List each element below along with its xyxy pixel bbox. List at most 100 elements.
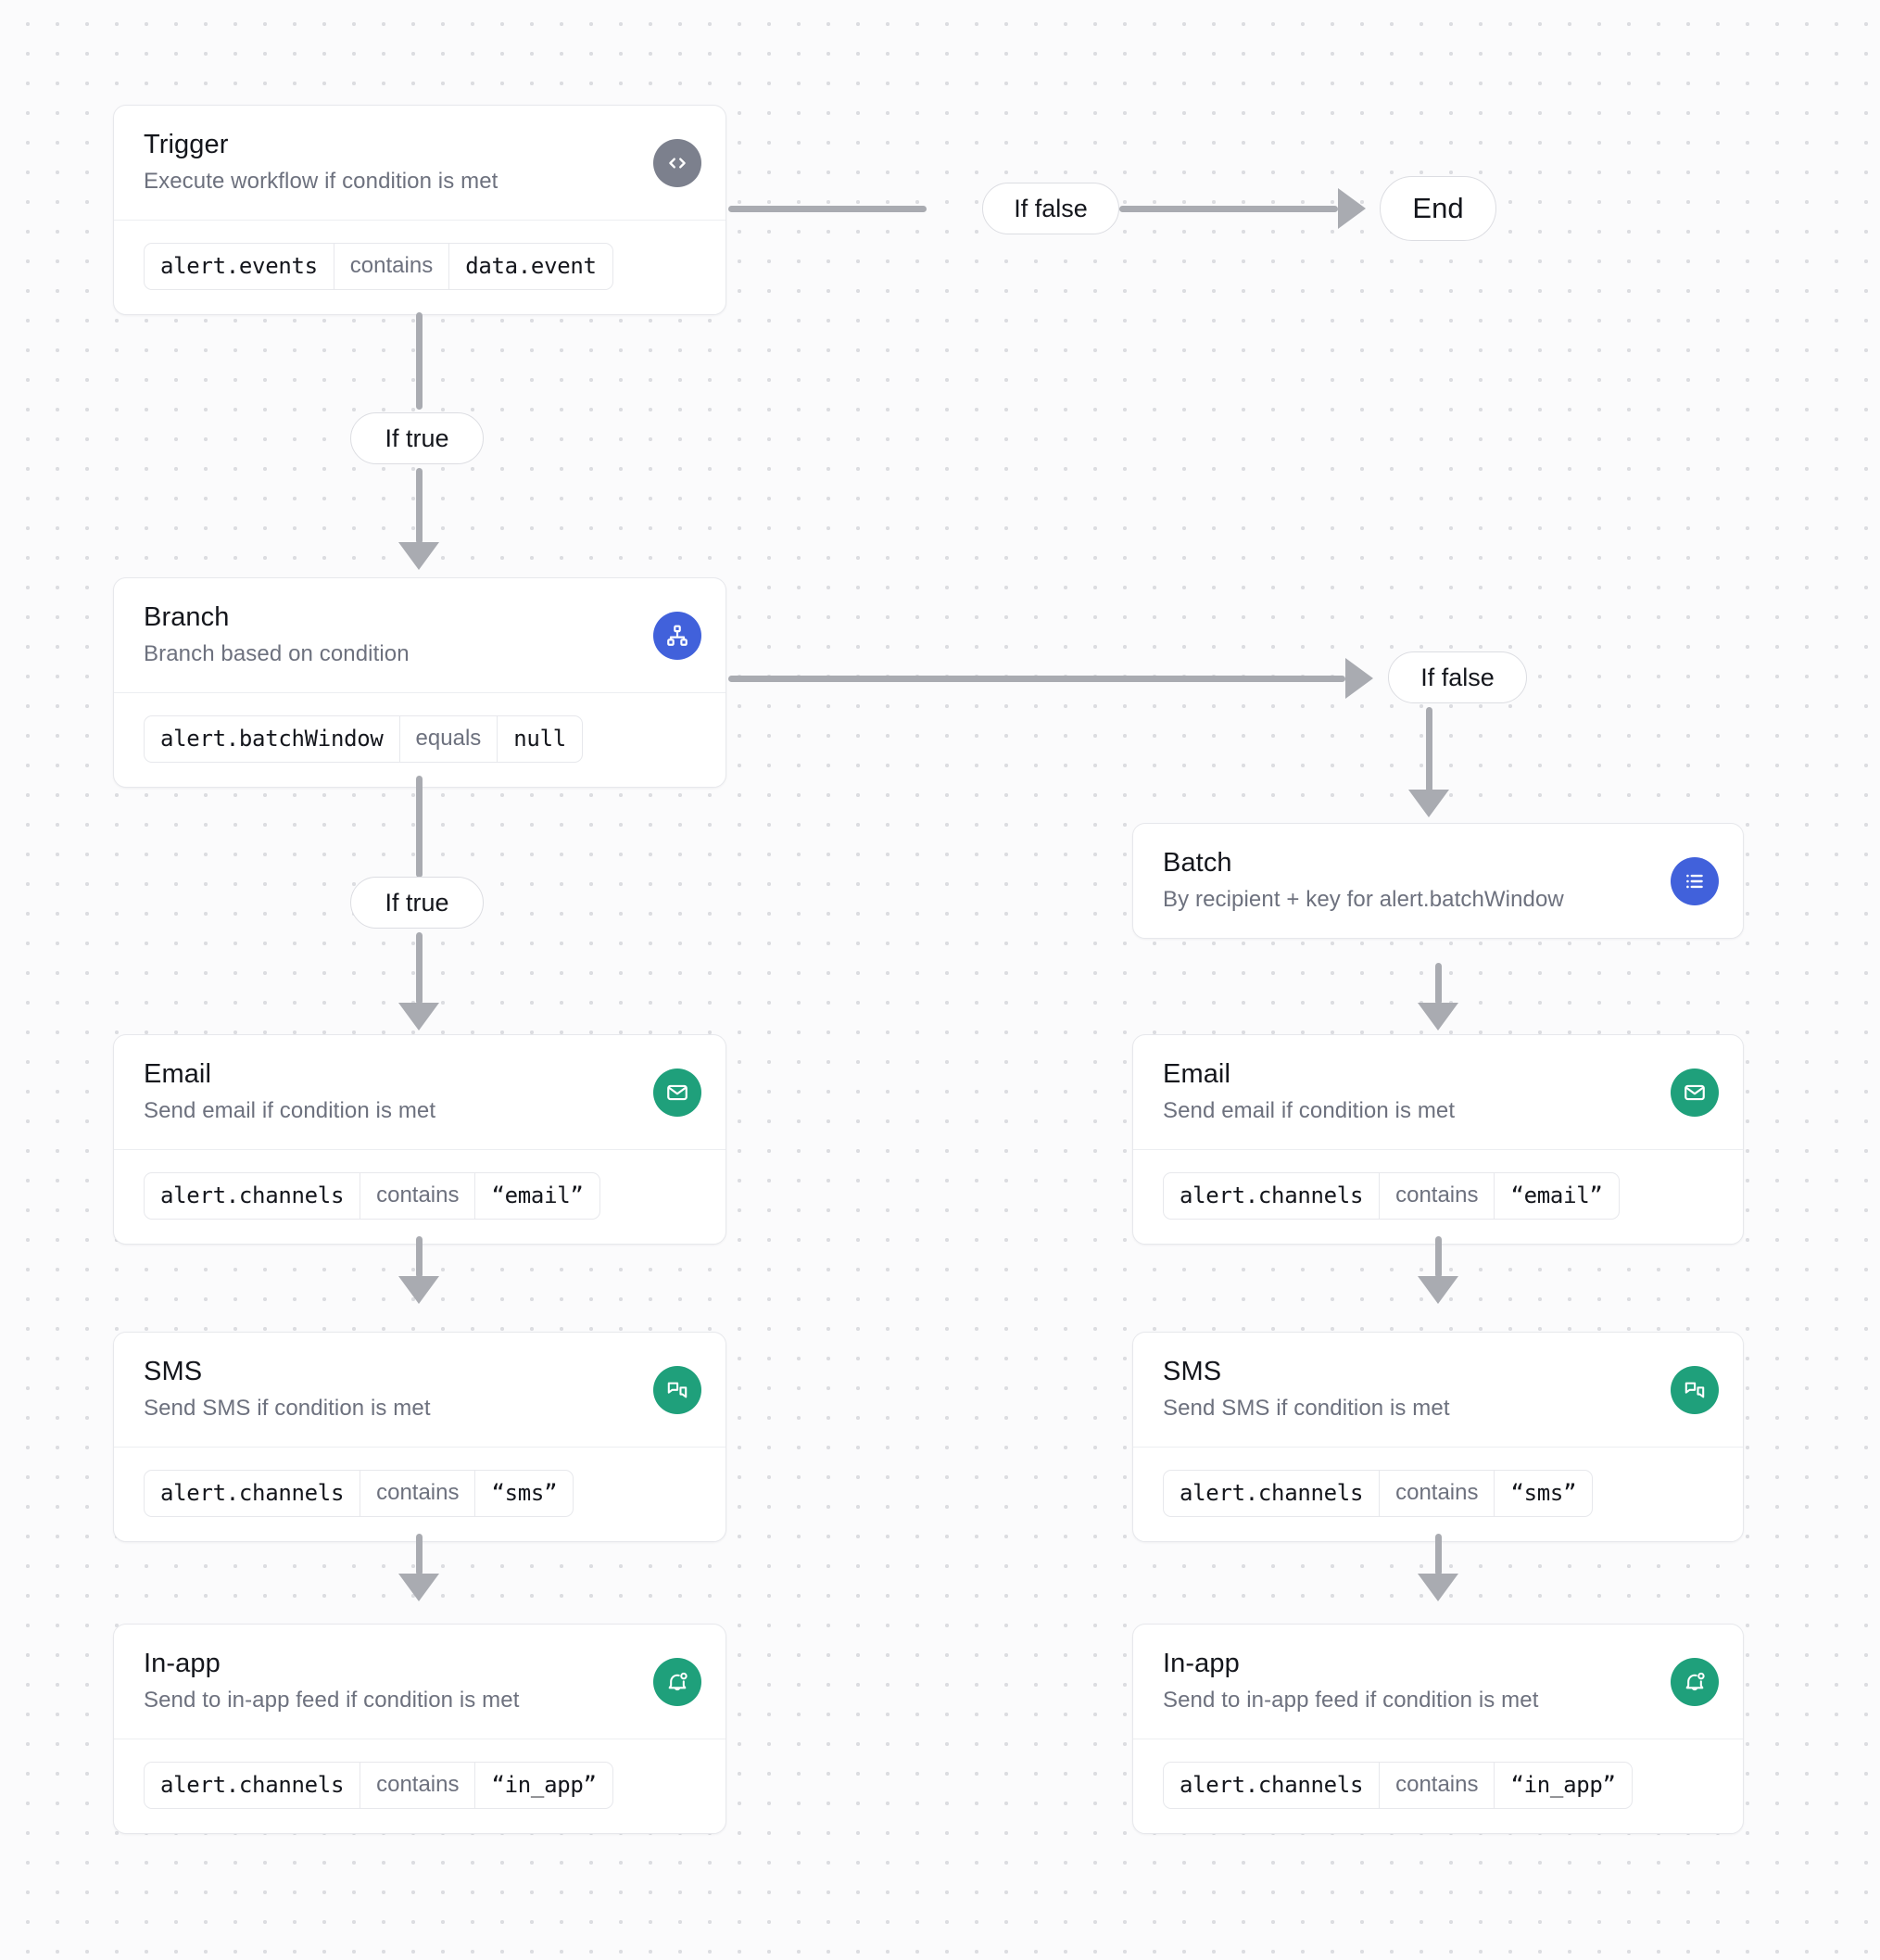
condition-pill[interactable]: alert.channels contains “sms”	[1163, 1470, 1594, 1517]
node-email-right-header: Email Send email if condition is met	[1133, 1035, 1743, 1149]
condition-value: “in_app”	[1510, 1772, 1616, 1799]
node-email-right[interactable]: Email Send email if condition is met ale…	[1132, 1034, 1744, 1245]
node-inapp-right-header: In-app Send to in-app feed if condition …	[1133, 1625, 1743, 1739]
condition-value: “email”	[1510, 1182, 1603, 1209]
node-inapp-left-subtitle: Send to in-app feed if condition is met	[144, 1688, 520, 1713]
condition-operator: contains	[333, 244, 450, 289]
node-sms-left-header: SMS Send SMS if condition is met	[114, 1333, 726, 1447]
condition-field: alert.channels	[1180, 1480, 1364, 1507]
connector-iftrue-to-branch	[416, 468, 423, 544]
node-email-left-body: alert.channels contains “email”	[114, 1149, 726, 1243]
arrowhead-to-sms-right	[1418, 1276, 1458, 1304]
condition-operator: equals	[398, 716, 498, 762]
bell-dot-icon	[653, 1657, 701, 1706]
connector-iffalse-to-end	[1119, 206, 1338, 212]
condition-pill[interactable]: alert.channels contains “email”	[1163, 1172, 1620, 1220]
arrowhead-to-branch-iffalse	[1345, 658, 1373, 699]
node-inapp-left-body: alert.channels contains “in_app”	[114, 1739, 726, 1832]
condition-field: alert.channels	[160, 1182, 345, 1209]
connector-batch-to-email	[1435, 963, 1442, 1005]
connector-trigger-to-iffalse	[728, 206, 927, 212]
node-inapp-right[interactable]: In-app Send to in-app feed if condition …	[1132, 1624, 1744, 1834]
node-sms-left-title: SMS	[144, 1357, 203, 1386]
condition-pill[interactable]: alert.channels contains “in_app”	[1163, 1762, 1633, 1809]
node-email-right-body: alert.channels contains “email”	[1133, 1149, 1743, 1243]
node-sms-right[interactable]: SMS Send SMS if condition is met alert.c…	[1132, 1332, 1744, 1542]
arrowhead-to-end	[1338, 188, 1366, 229]
node-end[interactable]: End	[1380, 176, 1496, 241]
condition-operator: contains	[1379, 1173, 1495, 1219]
node-email-right-subtitle: Send email if condition is met	[1163, 1098, 1456, 1124]
node-batch-subtitle: By recipient + key for alert.batchWindow	[1163, 887, 1564, 913]
arrowhead-to-sms-left	[398, 1276, 439, 1304]
connector-email-to-sms-left	[416, 1236, 423, 1278]
node-sms-left-body: alert.channels contains “sms”	[114, 1447, 726, 1540]
node-branch-title: Branch	[144, 602, 230, 632]
arrowhead-to-branch	[398, 542, 439, 570]
node-inapp-left[interactable]: In-app Send to in-app feed if condition …	[113, 1624, 726, 1834]
node-branch-subtitle: Branch based on condition	[144, 641, 410, 667]
node-trigger-subtitle: Execute workflow if condition is met	[144, 169, 498, 195]
arrowhead-to-inapp-right	[1418, 1574, 1458, 1601]
node-inapp-right-title: In-app	[1163, 1649, 1240, 1678]
connector-sms-to-inapp-left	[416, 1534, 423, 1575]
node-sms-right-subtitle: Send SMS if condition is met	[1163, 1396, 1450, 1422]
bell-dot-icon	[1671, 1657, 1719, 1706]
list-icon	[1671, 856, 1719, 905]
condition-operator: contains	[1379, 1763, 1495, 1808]
node-email-left[interactable]: Email Send email if condition is met ale…	[113, 1034, 726, 1245]
condition-field: alert.events	[160, 253, 318, 280]
hierarchy-icon	[653, 611, 701, 660]
node-branch-header: Branch Branch based on condition	[114, 578, 726, 692]
code-brackets-icon	[653, 138, 701, 187]
node-sms-left[interactable]: SMS Send SMS if condition is met alert.c…	[113, 1332, 726, 1542]
condition-operator: contains	[1379, 1471, 1495, 1516]
connector-branch-to-iftrue	[416, 776, 423, 878]
label-branch-if-true[interactable]: If true	[350, 877, 484, 929]
arrowhead-to-email-right	[1418, 1003, 1458, 1031]
condition-operator: contains	[360, 1471, 476, 1516]
connector-sms-to-inapp-right	[1435, 1534, 1442, 1575]
condition-value: data.event	[465, 253, 597, 280]
envelope-icon	[653, 1068, 701, 1117]
node-trigger-header: Trigger Execute workflow if condition is…	[114, 106, 726, 220]
node-branch[interactable]: Branch Branch based on condition alert.b…	[113, 577, 726, 788]
node-inapp-right-subtitle: Send to in-app feed if condition is met	[1163, 1688, 1539, 1713]
label-branch-if-false[interactable]: If false	[1388, 651, 1527, 703]
node-email-right-title: Email	[1163, 1059, 1231, 1089]
condition-pill[interactable]: alert.channels contains “sms”	[144, 1470, 574, 1517]
condition-pill[interactable]: alert.channels contains “email”	[144, 1172, 600, 1220]
node-batch[interactable]: Batch By recipient + key for alert.batch…	[1132, 823, 1744, 940]
condition-operator: contains	[360, 1173, 476, 1219]
connector-iffalse-to-batch	[1426, 707, 1432, 792]
connector-trigger-to-iftrue	[416, 312, 423, 410]
label-trigger-if-false[interactable]: If false	[982, 183, 1119, 234]
arrowhead-to-inapp-left	[398, 1574, 439, 1601]
node-sms-right-body: alert.channels contains “sms”	[1133, 1447, 1743, 1540]
arrowhead-to-email-left	[398, 1003, 439, 1031]
chat-bubbles-icon	[653, 1365, 701, 1414]
arrowhead-to-batch	[1408, 790, 1449, 817]
condition-value: “email”	[491, 1182, 584, 1209]
connector-email-to-sms-right	[1435, 1236, 1442, 1278]
node-batch-title: Batch	[1163, 848, 1232, 878]
condition-field: alert.channels	[160, 1772, 345, 1799]
label-trigger-if-true[interactable]: If true	[350, 412, 484, 464]
condition-pill[interactable]: alert.events contains data.event	[144, 243, 613, 290]
node-inapp-left-title: In-app	[144, 1649, 221, 1678]
node-inapp-left-header: In-app Send to in-app feed if condition …	[114, 1625, 726, 1739]
connector-branch-to-iffalse	[728, 676, 1345, 682]
node-email-left-title: Email	[144, 1059, 212, 1089]
condition-pill[interactable]: alert.channels contains “in_app”	[144, 1762, 613, 1809]
condition-value: “sms”	[1510, 1480, 1577, 1507]
node-trigger[interactable]: Trigger Execute workflow if condition is…	[113, 105, 726, 315]
condition-value: null	[513, 726, 566, 752]
condition-field: alert.channels	[1180, 1182, 1364, 1209]
node-batch-header: Batch By recipient + key for alert.batch…	[1133, 824, 1743, 938]
connector-iftrue-to-email	[416, 932, 423, 1005]
node-inapp-right-body: alert.channels contains “in_app”	[1133, 1739, 1743, 1832]
condition-field: alert.channels	[160, 1480, 345, 1507]
node-sms-left-subtitle: Send SMS if condition is met	[144, 1396, 431, 1422]
condition-pill[interactable]: alert.batchWindow equals null	[144, 715, 583, 763]
